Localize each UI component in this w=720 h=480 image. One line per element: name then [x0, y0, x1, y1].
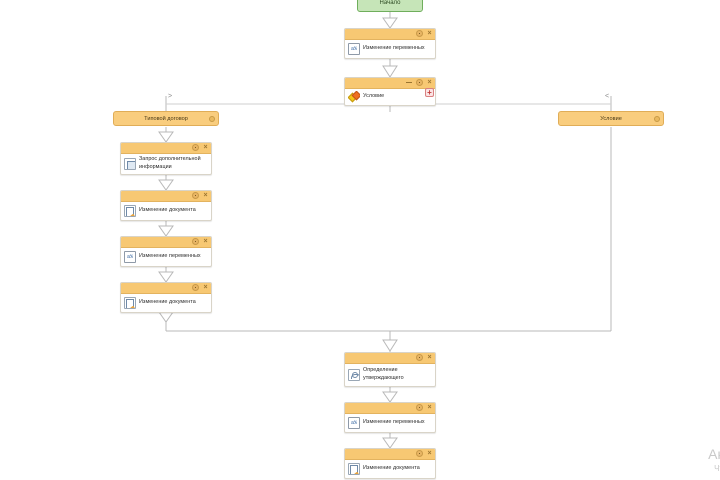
- close-icon[interactable]: ×: [427, 79, 432, 86]
- node-label: Изменение документа: [139, 299, 196, 306]
- close-icon[interactable]: ×: [203, 284, 208, 291]
- node-body: Определение утверждающего: [345, 364, 435, 386]
- node-label: Изменение документа: [139, 207, 196, 214]
- node-header[interactable]: ×: [121, 283, 211, 294]
- gear-icon[interactable]: [416, 354, 423, 361]
- close-icon[interactable]: ×: [203, 144, 208, 151]
- document-edit-icon: [124, 205, 136, 217]
- gear-icon[interactable]: [416, 79, 423, 86]
- branch-settings-icon[interactable]: [209, 115, 215, 122]
- close-icon[interactable]: ×: [427, 450, 432, 457]
- node-header[interactable]: ×: [121, 237, 211, 248]
- variables-icon: a%: [348, 417, 360, 429]
- node-header-buttons[interactable]: ×: [416, 30, 433, 37]
- close-icon[interactable]: ×: [427, 404, 432, 411]
- variables-icon: a%: [124, 251, 136, 263]
- node-header[interactable]: ×: [121, 143, 211, 154]
- node-body: Запрос дополнительной информации: [121, 154, 211, 174]
- minimize-icon[interactable]: [406, 79, 413, 86]
- gear-icon[interactable]: [192, 284, 199, 291]
- branch-label-condition[interactable]: Условие: [558, 111, 664, 126]
- branch-settings-icon[interactable]: [654, 115, 660, 122]
- task-node-request-additional-info[interactable]: × Запрос дополнительной информации: [120, 142, 212, 175]
- node-header-buttons[interactable]: ×: [416, 450, 433, 457]
- node-body: a% Изменение переменных: [345, 414, 435, 432]
- document-edit-icon: [348, 463, 360, 475]
- node-body: a% Изменение переменных: [121, 248, 211, 266]
- watermark-line-1: Акти: [708, 446, 720, 462]
- variables-icon: a%: [348, 43, 360, 55]
- branch-label-text: Условие: [600, 115, 622, 122]
- close-icon[interactable]: ×: [427, 354, 432, 361]
- close-icon[interactable]: ×: [203, 238, 208, 245]
- form-icon: [124, 157, 136, 170]
- node-header-buttons[interactable]: ×: [192, 144, 209, 151]
- node-body: Изменение документа: [345, 460, 435, 478]
- node-header-buttons[interactable]: ×: [416, 354, 433, 361]
- node-header[interactable]: ×: [345, 449, 435, 460]
- user-icon: [348, 369, 360, 381]
- node-header-buttons[interactable]: ×: [416, 404, 433, 411]
- watermark-line-2: Чтоб: [714, 464, 720, 473]
- gear-icon[interactable]: [416, 30, 423, 37]
- close-icon[interactable]: ×: [203, 192, 208, 199]
- branch-label-text: Типовой договор: [144, 115, 188, 122]
- gear-icon[interactable]: [192, 238, 199, 245]
- node-body: Изменение документа: [121, 294, 211, 312]
- node-header[interactable]: ×: [345, 403, 435, 414]
- gear-icon[interactable]: [416, 404, 423, 411]
- node-body: a% Изменение переменных: [345, 40, 435, 58]
- node-header-buttons[interactable]: ×: [192, 284, 209, 291]
- node-label: Определение утверждающего: [363, 367, 404, 381]
- node-header[interactable]: ×: [345, 29, 435, 40]
- node-body: Изменение документа: [121, 202, 211, 220]
- windows-activation-watermark: Акти Чтоб: [708, 446, 720, 474]
- task-node-determine-approver[interactable]: × Определение утверждающего: [344, 352, 436, 387]
- branch-expand-left-icon[interactable]: >: [168, 93, 173, 100]
- task-node-change-document-1[interactable]: × Изменение документа: [120, 190, 212, 221]
- task-node-change-variables-3[interactable]: × a% Изменение переменных: [344, 402, 436, 433]
- gear-icon[interactable]: [416, 450, 423, 457]
- start-node[interactable]: Начало: [357, 0, 423, 12]
- document-edit-icon: [124, 297, 136, 309]
- branch-expand-right-icon[interactable]: <: [605, 93, 610, 100]
- condition-icon: [348, 91, 360, 103]
- task-node-change-document-3[interactable]: × Изменение документа: [344, 448, 436, 479]
- gear-icon[interactable]: [192, 192, 199, 199]
- node-body: Условие: [345, 89, 435, 105]
- node-header[interactable]: ×: [121, 191, 211, 202]
- node-label: Изменение документа: [363, 465, 420, 472]
- node-label: Условие: [363, 93, 385, 100]
- start-node-label: Начало: [379, 0, 401, 6]
- task-node-change-variables-1[interactable]: × a% Изменение переменных: [344, 28, 436, 59]
- node-label: Изменение переменных: [139, 253, 201, 260]
- gear-icon[interactable]: [192, 144, 199, 151]
- task-node-change-variables-2[interactable]: × a% Изменение переменных: [120, 236, 212, 267]
- node-label: Запрос дополнительной информации: [139, 156, 201, 170]
- node-label: Изменение переменных: [363, 419, 425, 426]
- task-node-change-document-2[interactable]: × Изменение документа: [120, 282, 212, 313]
- node-header-buttons[interactable]: ×: [192, 192, 209, 199]
- add-branch-button[interactable]: +: [425, 88, 434, 97]
- node-header[interactable]: ×: [345, 78, 435, 89]
- node-header-buttons[interactable]: ×: [406, 79, 433, 86]
- branch-label-standard-contract[interactable]: Типовой договор: [113, 111, 219, 126]
- node-header-buttons[interactable]: ×: [192, 238, 209, 245]
- node-label: Изменение переменных: [363, 45, 425, 52]
- close-icon[interactable]: ×: [427, 30, 432, 37]
- gateway-node-condition[interactable]: × Условие: [344, 77, 436, 106]
- node-header[interactable]: ×: [345, 353, 435, 364]
